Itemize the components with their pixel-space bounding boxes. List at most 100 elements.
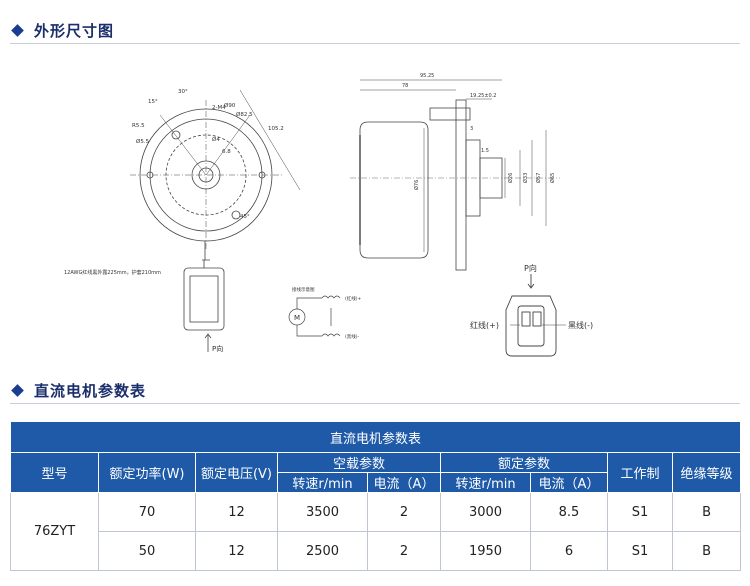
cell-nl-speed: 2500: [277, 531, 368, 571]
connector-face: [505, 274, 566, 357]
cell-r-current: 6: [530, 531, 608, 571]
black-wire-label: (黑线)-: [345, 333, 360, 340]
cell-r-speed: 3000: [440, 492, 531, 532]
cell-power: 50: [98, 531, 196, 571]
red-wire-label: (红线)+: [345, 295, 362, 302]
dim-label: Ø5.5: [136, 138, 150, 145]
motor-label: M: [294, 314, 300, 322]
diamond-bullet-icon: [11, 384, 24, 397]
table-caption: 直流电机参数表: [9, 421, 742, 453]
dim-label: 6.8: [222, 149, 231, 155]
connector-inner: [189, 275, 219, 323]
connector-direction-label: P向: [524, 263, 537, 273]
dim-label: 45°: [240, 214, 250, 220]
dim-label: 19.25±0.2: [470, 93, 496, 99]
cell-duty: S1: [607, 531, 673, 571]
header-r-speed: 转速r/min: [440, 472, 531, 493]
mount-hole: [258, 171, 266, 179]
cell-nl-speed: 3500: [277, 492, 368, 532]
header-no-load: 空载参数: [277, 452, 441, 473]
wiring-title: 接线示意图: [292, 286, 315, 293]
wiring-diagram: [288, 295, 341, 337]
dim-label: 15°: [148, 99, 158, 105]
dim-label: 30°: [178, 89, 188, 95]
dim-label: Ø57: [535, 173, 542, 183]
section-header-outline: 外形尺寸图: [10, 20, 114, 41]
front-angle-line: [159, 114, 207, 176]
header-nl-speed: 转速r/min: [277, 472, 368, 493]
dim-label: Ø90: [224, 102, 236, 109]
header-nl-current: 电流（A）: [367, 472, 441, 493]
flange: [455, 99, 467, 271]
dim-label: Ø82.5: [236, 111, 253, 118]
front-angle-line-2: [205, 114, 251, 176]
lead-wire: [202, 241, 210, 261]
cell-voltage: 12: [195, 531, 278, 571]
dim-label: 2-M4: [212, 105, 226, 111]
side-labels: 95.25 78 19.25±0.2 3 1.5 Ø76 Ø26 Ø33 Ø57…: [402, 73, 556, 190]
cell-nl-current: 2: [367, 492, 441, 532]
table-row: 76ZYT 70 12 3500 2 3000 8.5 S1 B: [10, 492, 742, 571]
cell-r-current: 8.5: [530, 492, 608, 532]
dim-label: Ø33: [522, 173, 529, 183]
front-view: [130, 89, 301, 261]
connector-housing: [505, 295, 557, 357]
header-duty: 工作制: [607, 452, 673, 493]
header-voltage: 额定电压(V): [195, 452, 278, 493]
header-model: 型号: [10, 452, 99, 493]
inductor-coil: [321, 295, 341, 299]
divider: [10, 403, 740, 404]
dim-label: 78: [402, 83, 408, 89]
mount-hole: [231, 210, 241, 220]
connector-black-label: 黑线(-): [568, 320, 593, 330]
wiring-lines: [296, 297, 322, 337]
flange-top: [429, 107, 471, 121]
section-header-params: 直流电机参数表: [10, 380, 146, 401]
mount-hole: [146, 171, 154, 179]
direction-label: P向: [212, 344, 223, 353]
header-power: 额定功率(W): [98, 452, 196, 493]
side-view: [350, 79, 560, 271]
drawing-svg: 30° 15° 2-M4 Ø90 Ø82.5 R5.5 Ø5.5 Ø4 6.8 …: [64, 73, 593, 357]
lead-note: 12AWG红线黑外露225mm，护套210mm: [64, 269, 161, 276]
pin-positive: [521, 311, 531, 327]
connector-red-label: 红线(+): [470, 320, 499, 330]
dim-label: Ø76: [413, 180, 420, 190]
arrow-head-icon: [527, 283, 535, 289]
mount-hole: [171, 130, 181, 140]
header-r-current: 电流（A）: [530, 472, 608, 493]
cell-power: 70: [98, 492, 196, 532]
table-row: 50 12 2500 2 1950 6 S1 B: [11, 531, 742, 571]
dim-label: R5.5: [132, 123, 145, 129]
section-title-outline: 外形尺寸图: [34, 22, 115, 40]
cell-model: 76ZYT: [10, 492, 99, 571]
pin-negative: [532, 311, 542, 327]
dim-label: 1.5: [481, 148, 489, 154]
front-labels: 30° 15° 2-M4 Ø90 Ø82.5 R5.5 Ø5.5 Ø4 6.8 …: [64, 89, 284, 276]
divider: [10, 43, 740, 44]
dim-label: 3: [470, 126, 473, 132]
connector-cavity: [517, 305, 545, 347]
inductor-coil: [321, 333, 341, 337]
diamond-bullet-icon: [11, 24, 24, 37]
cell-r-speed: 1950: [440, 531, 531, 571]
cell-nl-current: 2: [367, 531, 441, 571]
cell-duty: S1: [607, 492, 673, 532]
motor-body: [359, 121, 429, 259]
section-title-params: 直流电机参数表: [34, 382, 147, 400]
cell-insulation: B: [671, 492, 742, 532]
dim-label: 105.2: [268, 126, 284, 132]
params-table: 直流电机参数表 型号 额定功率(W) 额定电压(V) 空载参数 额定参数 工作制…: [9, 421, 742, 571]
connector-side: [183, 260, 225, 352]
arrow-head-icon: [204, 333, 212, 339]
dim-label: Ø65: [549, 173, 556, 183]
header-rated: 额定参数: [440, 452, 608, 473]
front-dim-line: [239, 89, 301, 191]
cell-insulation: B: [671, 531, 742, 571]
outline-drawing: 30° 15° 2-M4 Ø90 Ø82.5 R5.5 Ø5.5 Ø4 6.8 …: [0, 50, 750, 370]
dim-label: 95.25: [420, 73, 434, 79]
dim-label: Ø26: [507, 173, 514, 183]
cell-voltage: 12: [195, 492, 278, 532]
header-insulation: 绝缘等级: [671, 452, 742, 493]
dim-label: Ø4: [212, 136, 220, 143]
